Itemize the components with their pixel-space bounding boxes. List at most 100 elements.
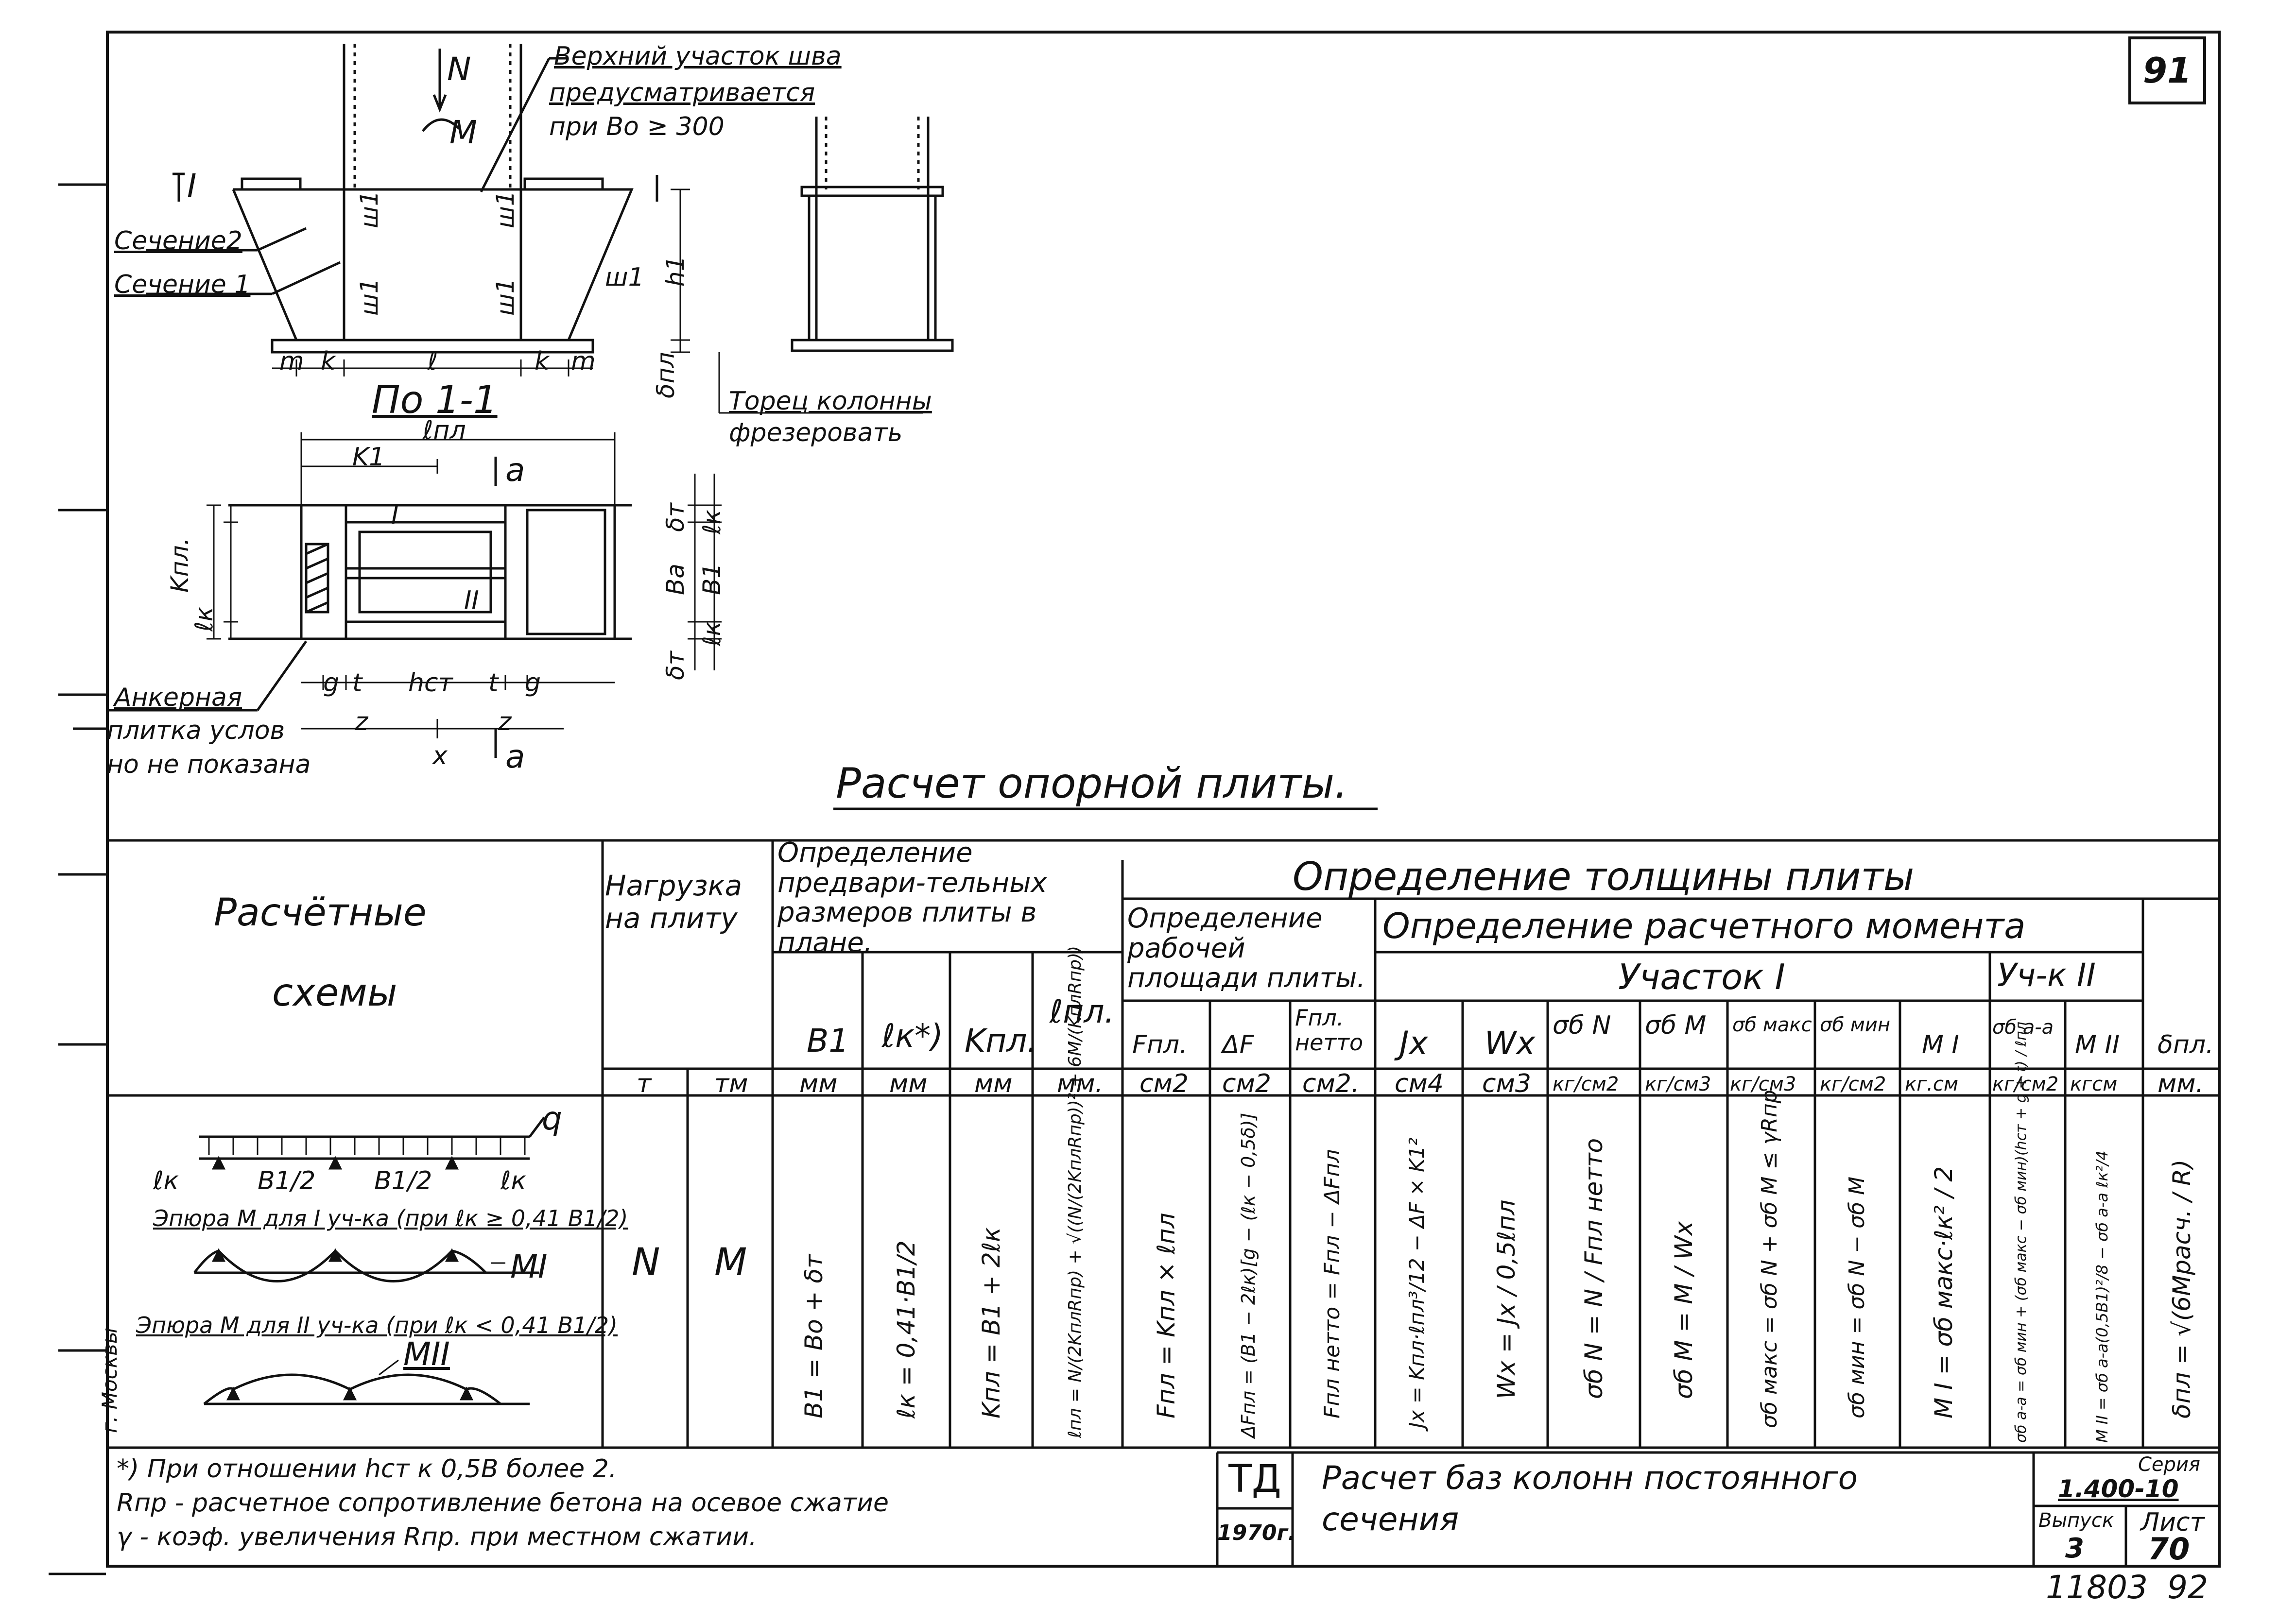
weld-w1-d: ш1 xyxy=(491,278,519,316)
weld-note-line1: Верхний участок шва xyxy=(554,42,842,71)
dim-g-left: g xyxy=(323,668,340,698)
formula-m2: M II = σб a-a(0,5B1)²/8 − σб a-a ℓк²/4 xyxy=(2093,1150,2111,1443)
scheme-caption-2: Эпюра M для II уч-ка (при ℓк < 0,41 B1/2… xyxy=(136,1312,618,1338)
col-wx: Wx xyxy=(1485,1025,1536,1062)
dim-z-right: z xyxy=(498,707,512,736)
th-schemes-1: Расчётные xyxy=(214,891,427,935)
label-n: N xyxy=(447,51,471,88)
dim-a-bottom: a xyxy=(505,738,525,775)
dim-hct: hст xyxy=(408,668,453,698)
unit-lpl: мм. xyxy=(1057,1069,1103,1098)
col-b1: B1 xyxy=(807,1022,849,1059)
sheet-number: 91 xyxy=(2128,36,2206,104)
formula-sigma-aa: σб a-a = σб мин + (σб макс − σб мин)(hст… xyxy=(2013,1022,2030,1443)
weld-w1-label: ш1 xyxy=(605,263,644,292)
year: 1970г. xyxy=(1217,1521,1296,1545)
dim-lpl: ℓпл xyxy=(423,416,466,445)
th-area: Определение рабочей площади плиты. xyxy=(1127,903,1366,994)
formula-lk: ℓк = 0,41·B1/2 xyxy=(892,1240,920,1418)
drawing-frame xyxy=(106,31,2221,1568)
unit-kpl: мм xyxy=(974,1069,1013,1098)
dim-g-right: g xyxy=(525,668,541,698)
weld-note-line3: при Во ≥ 300 xyxy=(549,112,725,141)
scheme-lk-left: ℓк xyxy=(153,1166,179,1196)
dim-l: ℓ xyxy=(428,347,438,376)
unit-df: см2 xyxy=(1222,1069,1271,1098)
formula-b1: B1 = Bo + δт xyxy=(800,1254,828,1418)
anchor-note-line2: плитка услов xyxy=(107,716,285,745)
unit-jx: см4 xyxy=(1395,1069,1444,1098)
col-lpl: ℓпл. xyxy=(1050,993,1115,1030)
dim-t-left: t xyxy=(352,668,363,698)
label-m: M xyxy=(449,114,477,151)
th-thickness: Определение толщины плиты xyxy=(1293,854,1915,899)
formula-df: ΔFпл = (B1 − 2ℓк)[g − (ℓк − 0,5δ)] xyxy=(1238,1112,1259,1438)
dim-ba: Ba xyxy=(661,564,690,595)
unit-sigma-max: кг/см3 xyxy=(1730,1073,1796,1095)
section-view-title: По 1-1 xyxy=(372,378,498,422)
scheme-q: q xyxy=(542,1100,562,1137)
unit-wx: см3 xyxy=(1482,1069,1531,1098)
label-cut-i: I xyxy=(187,167,197,205)
weld-w1-c: ш1 xyxy=(355,278,383,316)
column-end-line1: Торец колонны xyxy=(729,387,932,416)
col-kpl: Kпл. xyxy=(965,1022,1037,1059)
unit-t: т xyxy=(637,1069,652,1098)
code-left: 11803 xyxy=(2046,1569,2148,1606)
col-sigma-m: σб M xyxy=(1645,1011,1707,1040)
th-load: Нагрузка на плиту xyxy=(605,869,742,935)
formula-jx: Jx = Kпл·ℓпл³/12 − ΔF × K1² xyxy=(1405,1137,1429,1428)
code-right: 92 xyxy=(2167,1569,2208,1606)
dim-lk-b1-left: ℓк xyxy=(190,607,218,632)
formula-lpl: ℓпл = N/(2KплRпр) + √((N/(2KплRпр))² + 6… xyxy=(1065,945,1085,1438)
unit-tm: тм xyxy=(714,1069,748,1098)
unit-fpl-netto: см2. xyxy=(1302,1069,1360,1098)
formula-sigma-n: σб N = N / Fпл нетто xyxy=(1580,1138,1608,1399)
dim-lk-top: ℓк xyxy=(698,510,726,534)
series-value: 1.400-10 xyxy=(2058,1475,2179,1503)
dim-k-right: k xyxy=(535,347,550,376)
dim-dt-top: δт xyxy=(661,503,690,532)
anchor-note-line1: Анкерная xyxy=(114,683,242,712)
main-title: Расчет опорной плиты. xyxy=(836,759,1348,808)
col-lk: ℓк*) xyxy=(882,1017,943,1055)
td-mark: ТД xyxy=(1228,1457,1281,1501)
scheme-b1half-2: B1/2 xyxy=(374,1166,432,1196)
sheet-label: Лист xyxy=(2141,1508,2205,1537)
formula-dpl: δпл = √(6Mрасч. / R) xyxy=(2168,1159,2196,1418)
note-line2: Rпр - расчетное сопротивление бетона на … xyxy=(117,1488,889,1518)
th-moment: Определение расчетного момента xyxy=(1382,906,2026,946)
plan-part-i: I xyxy=(391,501,399,530)
dim-kpl: Kпл. xyxy=(166,537,194,593)
load-m: M xyxy=(714,1241,747,1284)
dim-k-left: k xyxy=(321,347,336,376)
scheme-caption-1: Эпюра M для I уч-ка (при ℓк ≥ 0,41 B1/2) xyxy=(153,1205,628,1231)
sheet-value: 70 xyxy=(2148,1531,2190,1567)
unit-fpl: см2 xyxy=(1139,1069,1189,1098)
anchor-note-line3: но не показана xyxy=(107,750,311,779)
issue-label: Выпуск xyxy=(2038,1509,2114,1532)
col-sigma-aa: σб a-a xyxy=(1992,1016,2054,1039)
unit-sigma-min: кг/см2 xyxy=(1820,1073,1886,1095)
formula-wx: Wx = Jx / 0,5ℓпл xyxy=(1492,1199,1520,1400)
title-line2: сечения xyxy=(1322,1501,1459,1538)
unit-sigma-m: кг/см3 xyxy=(1645,1073,1711,1095)
unit-m2: кгсм xyxy=(2070,1073,2118,1095)
series-label: Серия xyxy=(2138,1453,2200,1476)
col-sigma-max: σб макс xyxy=(1732,1014,1812,1036)
scheme-m2-label: MII xyxy=(403,1335,450,1373)
formula-sigma-max: σб макс = σб N + σб M ≤ γRпр xyxy=(1757,1090,1782,1428)
weld-w1-b: ш1 xyxy=(491,190,519,228)
unit-dpl: мм. xyxy=(2158,1069,2204,1098)
dim-k1: K1 xyxy=(352,443,385,472)
note-line1: *) При отношении hст к 0,5B более 2. xyxy=(117,1454,617,1484)
dim-h1: h1 xyxy=(661,256,690,287)
dim-lk-bottom: ℓк xyxy=(698,621,726,646)
formula-sigma-min: σб мин = σб N − σб M xyxy=(1845,1176,1869,1418)
weld-w1-a: ш1 xyxy=(355,190,383,228)
plan-part-ii: II xyxy=(464,586,479,615)
dim-b1-right: B1 xyxy=(698,563,726,595)
formula-fpl: Fпл = Kпл × ℓпл xyxy=(1152,1213,1180,1418)
title-line1: Расчет баз колонн постоянного xyxy=(1322,1459,1858,1497)
